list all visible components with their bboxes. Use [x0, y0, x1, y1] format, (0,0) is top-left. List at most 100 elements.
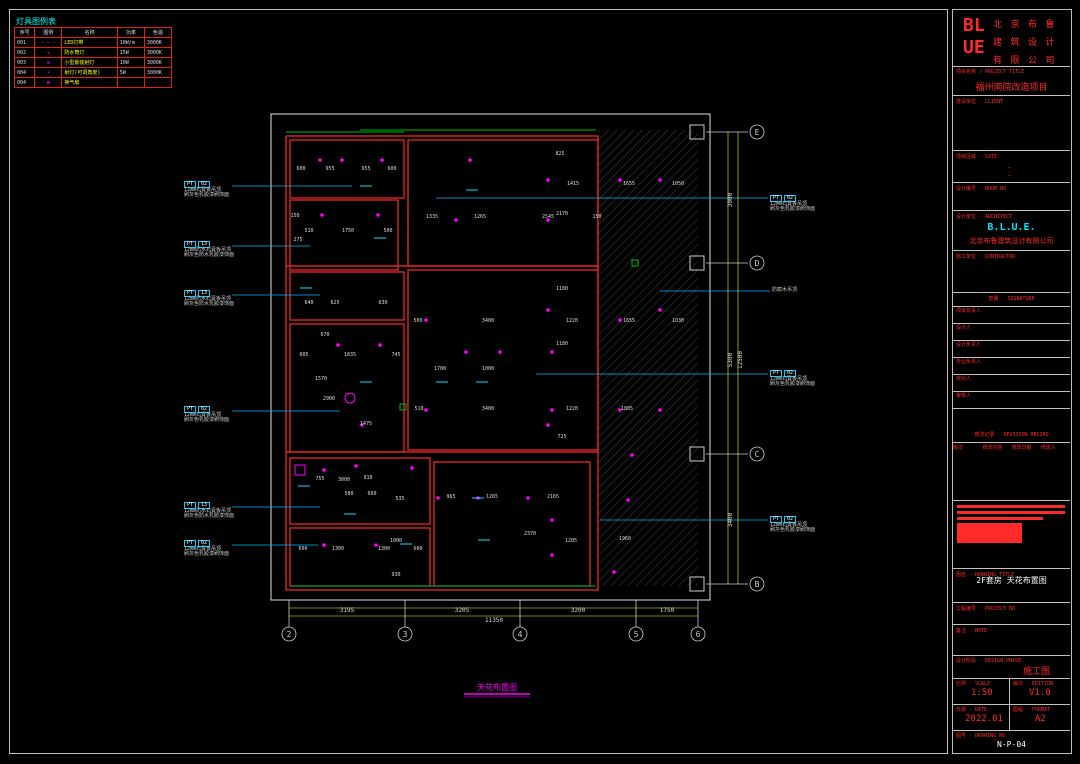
axis-label: 3	[403, 630, 408, 639]
edition: V1.0	[1029, 688, 1051, 698]
edition-label: 版次 · EDITION	[1013, 681, 1054, 687]
revision-cols: 版次 修改内容 修改日期 修改人	[953, 445, 1056, 451]
logo-letters: BLUE	[963, 15, 985, 58]
svg-text:1300: 1300	[378, 546, 390, 552]
dim-label: 5300	[727, 352, 734, 367]
svg-text:1655: 1655	[623, 181, 635, 187]
axis-label: 4	[518, 630, 523, 639]
svg-text:2170: 2170	[556, 211, 568, 217]
scale-label: 比例 · SCALE	[956, 681, 991, 687]
scale: 1:50	[971, 688, 993, 698]
svg-text:1750: 1750	[342, 228, 354, 234]
svg-text:1265: 1265	[474, 214, 486, 220]
svg-text:500: 500	[383, 228, 392, 234]
axis-label: 6	[696, 630, 701, 639]
svg-text:3000: 3000	[338, 477, 350, 483]
walls	[285, 135, 599, 591]
svg-text:1180: 1180	[556, 341, 568, 347]
svg-text:910: 910	[363, 475, 372, 481]
svg-text:1300: 1300	[332, 546, 344, 552]
legend-title: 灯具图例表	[16, 17, 56, 26]
svg-text:955: 955	[361, 166, 370, 172]
svg-text:640: 640	[304, 300, 313, 306]
svg-text:600: 600	[413, 546, 422, 552]
sign-rows: 项目负责人 设计人 设计负责人 专业负责人 校对人 审核人	[953, 307, 1070, 409]
svg-text:1220: 1220	[566, 406, 578, 412]
signature-label: 签署 · SIGNATURE	[988, 296, 1035, 302]
svg-text:600: 600	[296, 166, 305, 172]
svg-text:275: 275	[293, 237, 302, 243]
date-label: 日期 · DATE	[956, 707, 988, 713]
dim-label: 3000	[727, 192, 734, 207]
svg-text:1415: 1415	[567, 181, 579, 187]
svg-text:535: 535	[395, 496, 404, 502]
svg-text:510: 510	[304, 228, 313, 234]
svg-text:600: 600	[387, 166, 396, 172]
titleblock-border	[952, 9, 1072, 754]
sheet-border	[9, 9, 948, 754]
svg-text:1205: 1205	[565, 538, 577, 544]
svg-text:2545: 2545	[542, 214, 554, 220]
svg-text:600: 600	[298, 546, 307, 552]
dim-label: 3205	[455, 607, 470, 614]
svg-text:1835: 1835	[344, 352, 356, 358]
axis-label: E	[755, 128, 760, 137]
legend-row: 004 ⊠ 换气扇	[13, 77, 173, 88]
axis-label: 5	[634, 630, 639, 639]
svg-text:3400: 3400	[482, 406, 494, 412]
drawing-title: 2F套房 天花布置图	[976, 576, 1047, 585]
logo-chars: 北京布鲁 建筑设计 有限公司	[993, 20, 1055, 66]
dim-label: 3195	[340, 607, 355, 614]
svg-text:2165: 2165	[547, 494, 559, 500]
drawing-no-label: 图号 · DRAWING NO	[956, 733, 1006, 739]
dim-label: 11350	[485, 617, 503, 624]
svg-text:745: 745	[391, 352, 400, 358]
area-label: 项目区域 · SITE	[956, 154, 998, 160]
project-name: 福州南院改造项目	[975, 83, 1048, 93]
svg-text:1265: 1265	[486, 494, 498, 500]
svg-text:660: 660	[367, 491, 376, 497]
svg-text:1220: 1220	[566, 318, 578, 324]
svg-text:1960: 1960	[619, 536, 631, 542]
revision-label: 修改记录 · REVISION RECORD	[974, 432, 1049, 438]
svg-text:150: 150	[592, 214, 601, 220]
ceiling-plan-drawing[interactable]: 2 3 4 5 6 E D C B 3195 3205 3200 1750 11…	[0, 0, 940, 764]
svg-text:1570: 1570	[315, 376, 327, 382]
svg-text:605: 605	[299, 352, 308, 358]
svg-text:1000: 1000	[482, 366, 494, 372]
architect-label: 设计单位 · ARCHITECT	[956, 214, 1013, 220]
legend-row: 002 ✦ 防水筒灯 15W 3000K	[13, 47, 173, 58]
note-label: 备注 · NOTE	[956, 628, 988, 634]
plan-title: 天花布置图	[477, 682, 517, 692]
dim-label: 3200	[571, 607, 586, 614]
svg-text:2370: 2370	[524, 531, 536, 537]
legend-table: 序号 图例 名称 功率 色温 001 — — — LED灯带 10W/m 300…	[13, 27, 173, 88]
svg-text:630: 630	[378, 300, 387, 306]
svg-text:955: 955	[325, 166, 334, 172]
svg-text:965: 965	[446, 494, 455, 500]
svg-text:725: 725	[557, 434, 566, 440]
drawing-no: N-P-04	[997, 740, 1026, 749]
svg-text:825: 825	[555, 151, 564, 157]
stamp-bars	[957, 505, 1065, 543]
dim-label: 12500	[737, 351, 744, 369]
svg-text:1050: 1050	[672, 181, 684, 187]
svg-text:150: 150	[290, 213, 299, 219]
firm-full: 北京布鲁建筑设计有限公司	[969, 237, 1054, 245]
titleblock: BLUE 北京布鲁 建筑设计 有限公司 项目名称 / PROJECT TITLE…	[953, 10, 1070, 752]
material-note: 防腐木吊顶	[772, 287, 798, 293]
axis-label: 2	[287, 630, 292, 639]
svg-text:755: 755	[315, 476, 324, 482]
format-label: 图幅 · FORMAT	[1013, 707, 1051, 713]
svg-text:1030: 1030	[672, 318, 684, 324]
svg-text:1700: 1700	[434, 366, 446, 372]
format: A2	[1035, 714, 1046, 724]
